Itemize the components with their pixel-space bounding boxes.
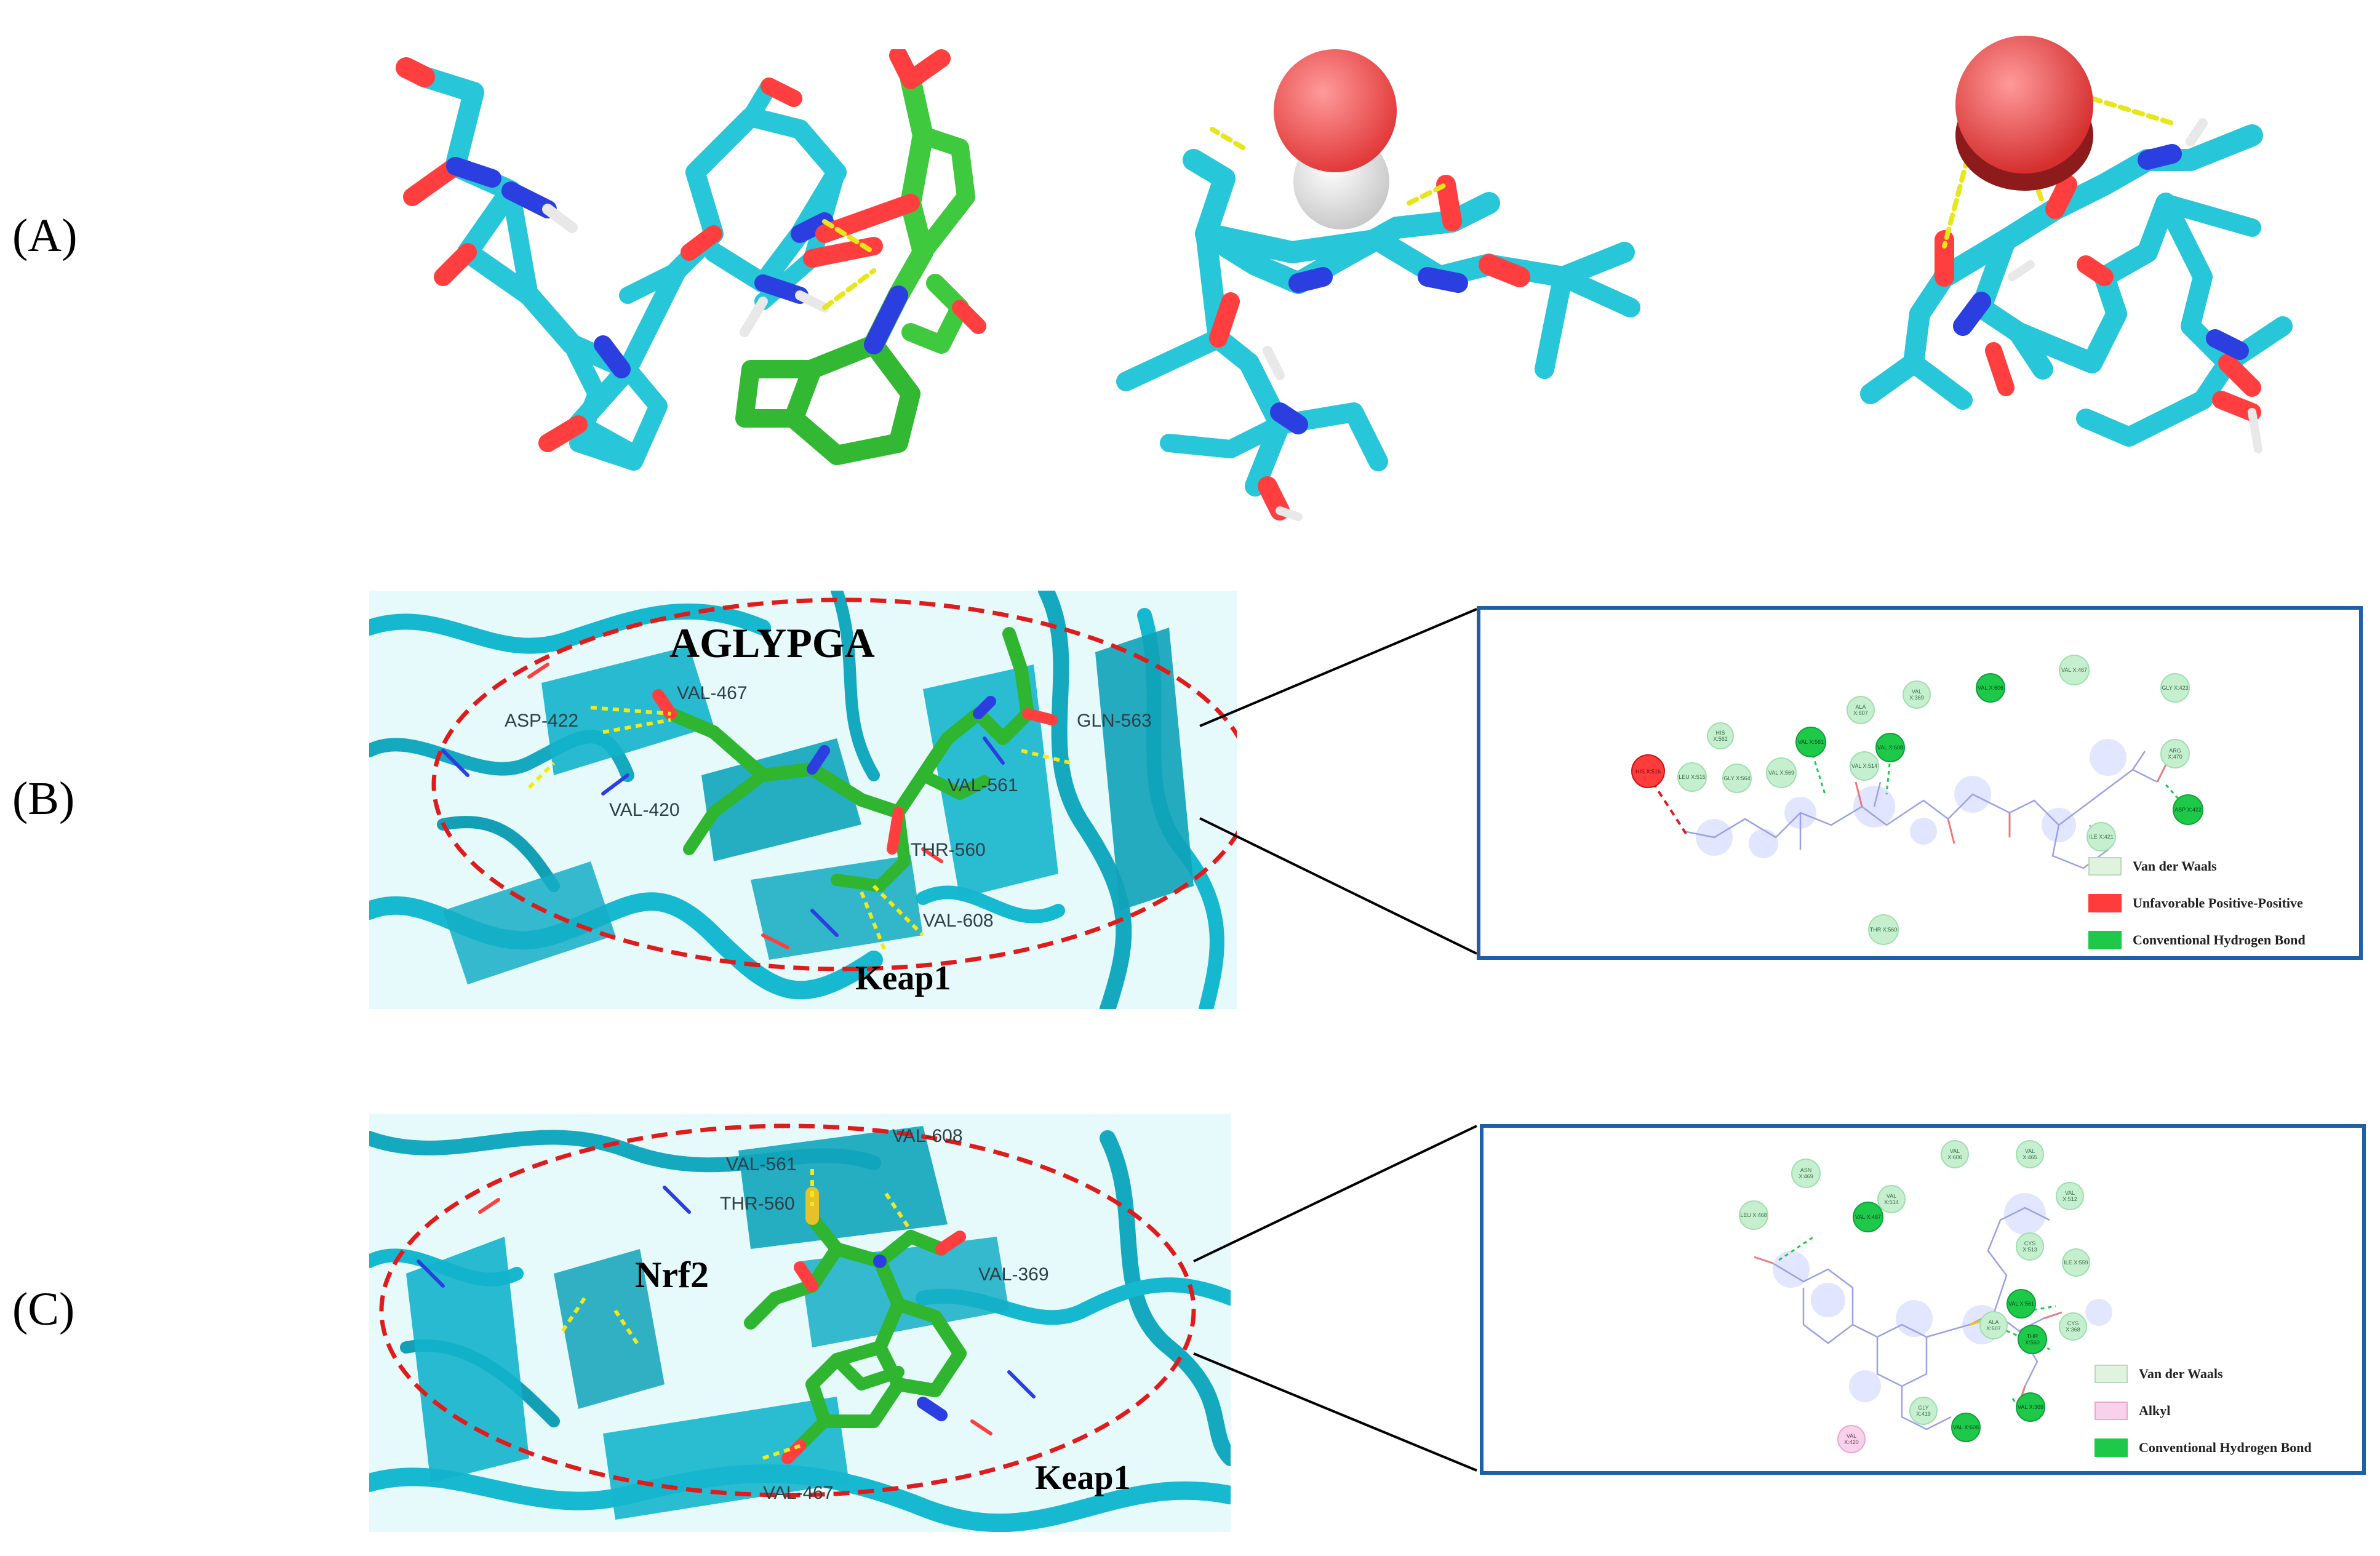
residue-node-c: ASN X:469 [1791,1159,1821,1188]
protein-label-b: Keap1 [855,959,951,997]
docking-scene-b: AGLYPGA Keap1 ASP-422 VAL-467 GLN-563 VA… [369,591,1237,1009]
legend-swatch-b-3 [2088,931,2122,949]
legend-label-b-1: Van der Waals [2133,858,2217,874]
residue-node-b: LEU X:515 [1677,762,1707,792]
residue-node-c: VAL X:606 [1941,1140,1969,1168]
legend-swatch-c-3 [2094,1438,2128,1457]
peptide-oxygen-model-3 [1860,36,2293,453]
interaction-diagram-c: ASN X:469 VAL X:606 VAL X:465 LEU X:468 … [1480,1124,2366,1475]
residue-label-c-4: VAL-369 [978,1264,1049,1285]
residue-node-c: ALA X:607 [1979,1311,2008,1339]
residue-node-b: VAL X:606 [1976,673,2005,703]
legend-swatch-c-2 [2094,1402,2128,1420]
residue-node-c: GLY X:419 [1909,1397,1938,1425]
residue-node-b: VAL X:608 [1875,733,1905,762]
panel-label-a: (A) [12,210,78,261]
residue-node-c: CYS X:368 [2059,1312,2087,1341]
residue-node-b: VAL X:561 [1795,727,1826,757]
connector-lines-c [1193,1125,1477,1472]
legend-label-b-2: Unfavorable Positive-Positive [2133,895,2303,911]
residue-node-b: VAL X:569 [1766,757,1797,788]
peptide-water-model-2 [1116,49,1640,521]
peptide-stick-model-1 [396,49,986,471]
residue-label-c-1: VAL-561 [726,1154,797,1175]
residue-node-b: GLY X:564 [1722,764,1752,793]
panel-label-b: (B) [12,773,75,824]
legend-swatch-b-2 [2088,894,2122,912]
protein-label-c: Keap1 [1035,1459,1131,1497]
residue-node-c: VAL X:561 [2007,1289,2036,1319]
residue-node-c: VAL X:467 [1853,1202,1883,1232]
interaction-diagram-b: HIS X:516 HIS X:562 LEU X:515 GLY X:564 … [1477,606,2363,960]
residue-label-c-2: VAL-608 [892,1126,963,1146]
residue-node-b: GLY X:423 [2160,673,2190,703]
residue-label-b-6: THR-560 [911,840,986,860]
residue-node-c: VAL X:369 [2016,1392,2045,1422]
residue-label-b-4: VAL-561 [948,775,1018,796]
legend-label-c-2: Alkyl [2139,1403,2171,1418]
residue-node-c: LEU X:468 [1739,1200,1768,1230]
residue-node-b: ALA X:607 [1847,696,1875,724]
ligand-label-c: Nrf2 [635,1255,709,1295]
residue-label-c-3: THR-560 [720,1194,795,1214]
residue-node-b: THR X:560 [1868,914,1899,945]
residue-label-b-3: GLN-563 [1077,711,1152,731]
residue-label-b-1: ASP-422 [505,711,579,731]
legend-label-c-3: Conventional Hydrogen Bond [2139,1440,2312,1455]
legend-label-b-3: Conventional Hydrogen Bond [2133,932,2306,948]
residue-label-b-7: VAL-608 [923,911,994,931]
residue-node-b: HIS X:562 [1707,722,1734,749]
residue-node-b: VAL X:369 [1903,680,1931,709]
residue-node-c: VAL X:465 [2016,1140,2044,1168]
residue-node-c: VAL X:514 [1877,1185,1906,1213]
legend-swatch-b-1 [2088,857,2122,876]
protein-ribbon-c [369,1123,1231,1532]
legend-label-c-1: Van der Waals [2139,1366,2223,1381]
connector-lines-b [1199,608,1477,955]
residue-node-b: HIS X:516 [1631,754,1665,788]
residue-node-b: VAL X:467 [2059,655,2090,685]
residue-node-c: ILE X:559 [2062,1248,2090,1277]
residue-label-b-2: VAL-467 [677,683,748,703]
residue-node-b: VAL X:514 [1850,751,1879,781]
residue-label-b-5: VAL-420 [609,800,680,820]
protein-ribbon-b [369,591,1237,1009]
residue-node-b: ARG X:470 [2160,739,2190,768]
residue-node-b: ILE X:421 [2086,822,2116,852]
residue-node-c: VAL X:420 [1837,1425,1866,1453]
panel-label-c: (C) [12,1283,75,1335]
ligand-2d-skeleton-b [1645,739,2189,869]
residue-label-c-5: VAL-467 [763,1483,834,1503]
docking-scene-c: Nrf2 Keap1 VAL-561 VAL-608 THR-560 VAL-3… [369,1114,1231,1532]
residue-node-b: ASP X:422 [2173,794,2203,825]
residue-node-c: CYS X:513 [2016,1232,2044,1261]
ligand-label-b: AGLYPGA [669,620,875,666]
residue-node-c: VAL X:608 [1951,1413,1981,1442]
legend-swatch-c-1 [2094,1365,2128,1383]
residue-node-c: VAL X:512 [2056,1182,2084,1210]
residue-node-c: THR X:560 [2018,1325,2047,1354]
